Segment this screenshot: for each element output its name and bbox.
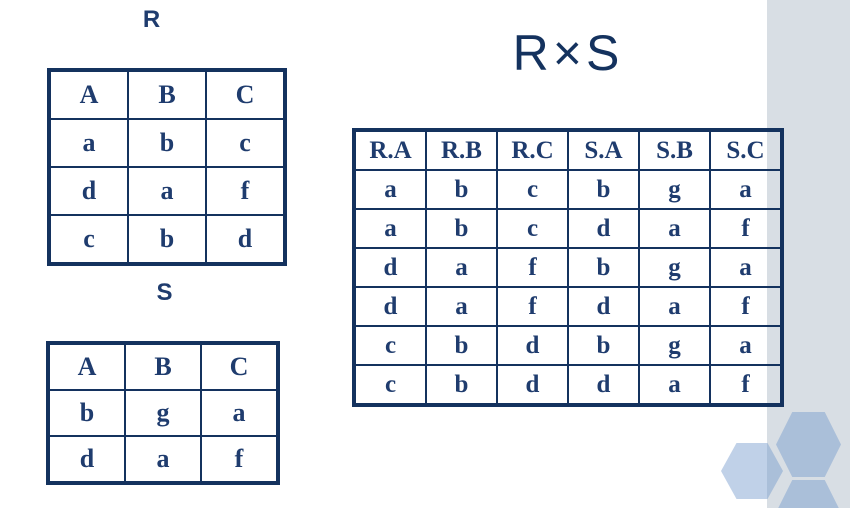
table-cell: d <box>48 166 129 216</box>
column-header: B <box>127 69 207 120</box>
table-cell: b <box>425 364 498 406</box>
table-cell: c <box>205 118 286 168</box>
table-cell: b <box>127 214 207 265</box>
table-cell: b <box>425 169 498 210</box>
table-cell: a <box>48 118 129 168</box>
table-cell: a <box>353 169 427 210</box>
table-cell: d <box>496 325 569 366</box>
table-cell: c <box>496 208 569 249</box>
table-cell: f <box>496 247 569 288</box>
table-cell: a <box>709 247 783 288</box>
table-cell: a <box>638 364 711 406</box>
table-cell: d <box>567 208 640 249</box>
table-cell: c <box>353 325 427 366</box>
table-cell: d <box>205 214 286 265</box>
table-cell: d <box>567 286 640 327</box>
table-cell: a <box>425 286 498 327</box>
table-cell: a <box>425 247 498 288</box>
column-header: S.A <box>567 129 640 171</box>
table-cell: a <box>709 325 783 366</box>
table-cell: b <box>567 247 640 288</box>
table-cell: d <box>567 364 640 406</box>
column-header: S.B <box>638 129 711 171</box>
table-cell: g <box>638 325 711 366</box>
column-header: R.C <box>496 129 569 171</box>
table-cell: a <box>127 166 207 216</box>
column-header: B <box>124 342 202 391</box>
table-cell: b <box>425 325 498 366</box>
table-cell: f <box>496 286 569 327</box>
table-cell: f <box>200 435 279 484</box>
table-cell: f <box>709 286 783 327</box>
table-cell: c <box>48 214 129 265</box>
table-cell: b <box>425 208 498 249</box>
column-header: S.C <box>709 129 783 171</box>
table-cell: a <box>709 169 783 210</box>
table-cell: f <box>205 166 286 216</box>
table-cell: d <box>496 364 569 406</box>
cartesian-product-title: R×S <box>512 25 624 81</box>
column-header: A <box>47 342 126 391</box>
column-header: C <box>205 69 286 120</box>
table-cell: d <box>353 286 427 327</box>
table-s-title: S <box>156 279 174 306</box>
table-cell: c <box>353 364 427 406</box>
table-cell: d <box>47 435 126 484</box>
column-header: C <box>200 342 279 391</box>
table-cell: c <box>496 169 569 210</box>
table-cell: a <box>124 435 202 484</box>
table-cell: a <box>638 208 711 249</box>
column-header: A <box>48 69 129 120</box>
column-header: R.A <box>353 129 427 171</box>
table-cell: g <box>638 169 711 210</box>
table-cell: a <box>353 208 427 249</box>
table-cell: a <box>200 389 279 437</box>
table-cell: b <box>127 118 207 168</box>
table-cell: b <box>47 389 126 437</box>
table-cell: d <box>353 247 427 288</box>
table-r-title: R <box>142 6 162 33</box>
table-cell: a <box>638 286 711 327</box>
table-cell: f <box>709 208 783 249</box>
table-cell: b <box>567 169 640 210</box>
table-cell: g <box>124 389 202 437</box>
column-header: R.B <box>425 129 498 171</box>
table-cell: b <box>567 325 640 366</box>
table-cell: g <box>638 247 711 288</box>
table-cell: f <box>709 364 783 406</box>
